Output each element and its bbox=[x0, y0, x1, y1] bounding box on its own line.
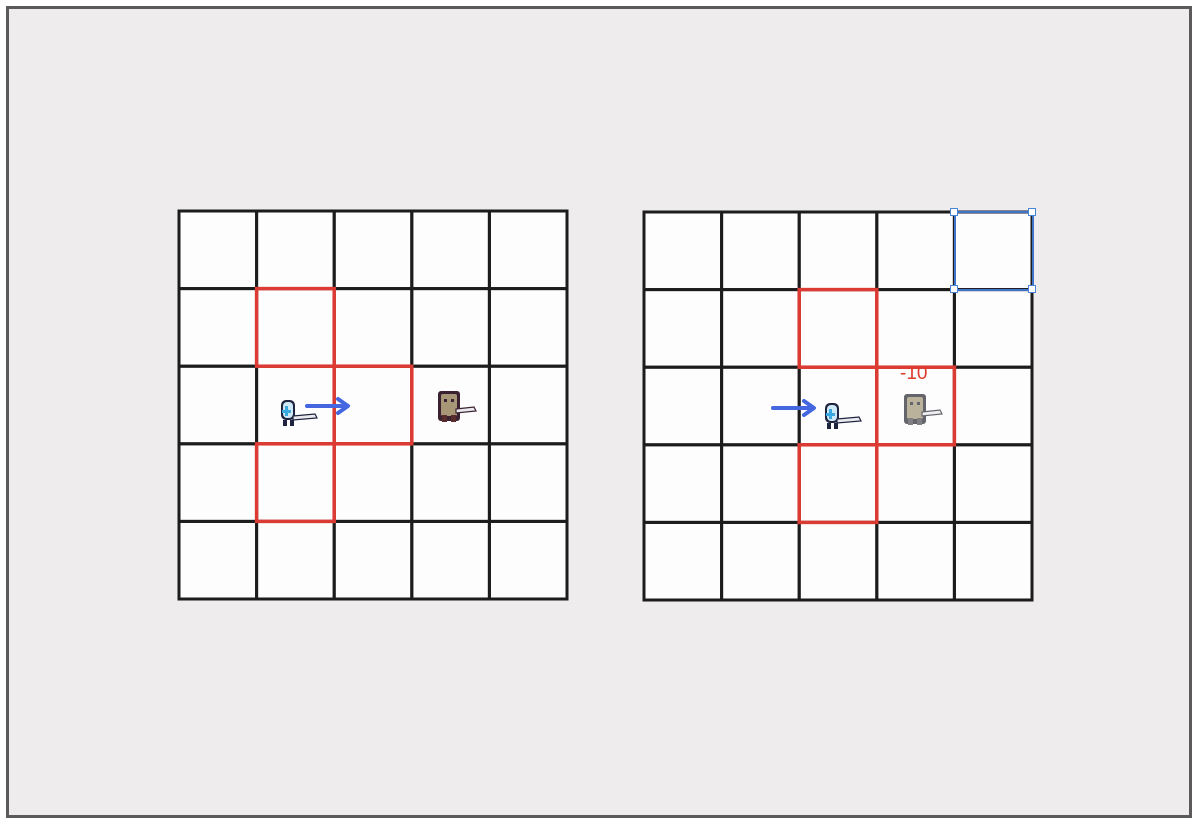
highlighted-cell[interactable] bbox=[254, 286, 336, 368]
goblin-icon bbox=[438, 391, 477, 422]
grid-cell[interactable] bbox=[875, 443, 956, 524]
grid-cell[interactable] bbox=[487, 364, 569, 446]
arrow-right-icon bbox=[305, 397, 350, 415]
grid-cell[interactable] bbox=[642, 210, 724, 292]
grid-cell[interactable] bbox=[255, 519, 336, 601]
grid-cell[interactable] bbox=[720, 210, 801, 292]
grid-cell[interactable] bbox=[952, 443, 1034, 524]
grid-cell[interactable] bbox=[642, 520, 724, 602]
grid-cell[interactable] bbox=[875, 520, 956, 602]
grid-board-before bbox=[177, 209, 569, 601]
grid-cell[interactable] bbox=[797, 210, 879, 292]
grid-cell[interactable] bbox=[642, 443, 724, 524]
grid-cell[interactable] bbox=[177, 364, 259, 446]
grid-cell[interactable] bbox=[177, 442, 259, 523]
board-before-svg bbox=[177, 209, 569, 601]
grid-cell[interactable] bbox=[487, 519, 569, 601]
damage-label: -10 bbox=[900, 363, 928, 384]
grid-cell[interactable] bbox=[797, 520, 879, 602]
grid-cell[interactable] bbox=[177, 209, 259, 291]
grid-cell[interactable] bbox=[952, 365, 1034, 447]
grid-cell[interactable] bbox=[177, 287, 259, 368]
highlighted-cell[interactable] bbox=[797, 443, 879, 525]
diagram-canvas: -10 bbox=[6, 6, 1192, 818]
highlighted-cell[interactable] bbox=[254, 442, 336, 524]
grid-cell[interactable] bbox=[720, 520, 801, 602]
grid-cell[interactable] bbox=[332, 209, 414, 291]
knight-icon bbox=[281, 400, 318, 426]
grid-cell[interactable] bbox=[332, 519, 414, 601]
grid-cell[interactable] bbox=[642, 288, 724, 369]
grid-cell[interactable] bbox=[410, 209, 491, 291]
grid-cell[interactable] bbox=[952, 520, 1034, 602]
grid-cell[interactable] bbox=[255, 209, 336, 291]
grid-cell[interactable] bbox=[875, 288, 956, 369]
selection-box[interactable] bbox=[954, 211, 1034, 291]
grid-cell[interactable] bbox=[332, 442, 414, 523]
grid-cell[interactable] bbox=[255, 442, 336, 523]
selection-handle-tl[interactable] bbox=[950, 208, 958, 216]
grid-cell[interactable] bbox=[487, 287, 569, 368]
grid-cell[interactable] bbox=[177, 519, 259, 601]
selection-handle-br[interactable] bbox=[1028, 285, 1036, 293]
grid-cell[interactable] bbox=[875, 210, 956, 292]
grid-cell[interactable] bbox=[410, 442, 491, 523]
grid-cell[interactable] bbox=[255, 287, 336, 368]
goblin-icon bbox=[904, 394, 943, 425]
knight-icon bbox=[825, 403, 862, 429]
grid-cell[interactable] bbox=[797, 443, 879, 524]
grid-cell[interactable] bbox=[720, 288, 801, 369]
highlighted-cell[interactable] bbox=[797, 287, 879, 369]
grid-cell[interactable] bbox=[487, 442, 569, 523]
selection-handle-bl[interactable] bbox=[950, 285, 958, 293]
grid-cell[interactable] bbox=[952, 288, 1034, 369]
grid-cell[interactable] bbox=[410, 519, 491, 601]
grid-cell[interactable] bbox=[797, 288, 879, 369]
grid-cell[interactable] bbox=[332, 287, 414, 368]
selection-handle-tr[interactable] bbox=[1028, 208, 1036, 216]
grid-cell[interactable] bbox=[410, 287, 491, 368]
grid-cell[interactable] bbox=[720, 443, 801, 524]
grid-cell[interactable] bbox=[487, 209, 569, 291]
grid-cell[interactable] bbox=[642, 365, 724, 447]
highlighted-cell[interactable] bbox=[875, 365, 957, 447]
arrow-right-icon bbox=[771, 399, 816, 417]
